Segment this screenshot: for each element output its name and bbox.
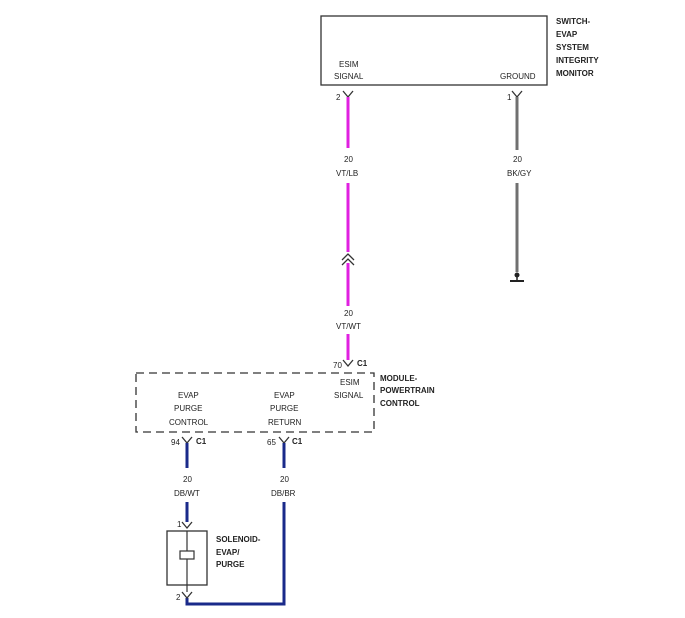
solenoid-title-2: EVAP/ xyxy=(216,548,240,557)
switch-pin-1-terminal xyxy=(511,90,523,99)
switch-title-5: MONITOR xyxy=(556,69,594,78)
switch-title-1: SWITCH- xyxy=(556,17,591,26)
pcm-title-2: POWERTRAIN xyxy=(380,386,435,395)
pcm-pin-70-terminal xyxy=(342,359,354,368)
pcm-pin-70: 70 xyxy=(333,361,342,370)
pcm-esim-label-1: ESIM xyxy=(340,378,360,387)
pcm-esim-label-2: SIGNAL xyxy=(334,391,364,400)
solenoid-title-1: SOLENOID- xyxy=(216,535,261,544)
wire-ground-gauge: 20 xyxy=(513,155,522,164)
wire-esim-lower-gauge: 20 xyxy=(344,309,353,318)
switch-title-3: SYSTEM xyxy=(556,43,589,52)
wire-esim-upper-color: VT/LB xyxy=(336,169,358,178)
solenoid-title-3: PURGE xyxy=(216,560,245,569)
switch-esim-label-2: SIGNAL xyxy=(334,72,364,81)
switch-pin-2: 2 xyxy=(336,93,341,102)
inline-connector-chevron-top xyxy=(341,253,355,261)
pcm-purge-control-label-2: PURGE xyxy=(174,404,202,413)
pcm-purge-return-label-3: RETURN xyxy=(268,418,302,427)
pcm-purge-control-label-1: EVAP xyxy=(178,391,199,400)
pcm-c1-esim: C1 xyxy=(357,359,368,368)
wire-esim-lower-color: VT/WT xyxy=(336,322,361,331)
solenoid-pin-1: 1 xyxy=(177,520,182,529)
wire-ground-color: BK/GY xyxy=(507,169,532,178)
pcm-box xyxy=(135,372,375,433)
switch-evap-box xyxy=(320,15,548,86)
pcm-purge-control-label-3: CONTROL xyxy=(169,418,209,427)
pcm-purge-return-label-1: EVAP xyxy=(274,391,295,400)
pcm-pin-94: 94 xyxy=(171,438,180,447)
solenoid-pin-2: 2 xyxy=(176,593,181,602)
pcm-c1-return: C1 xyxy=(292,437,303,446)
solenoid-pin-1-terminal xyxy=(181,521,193,530)
wire-purge-control-color: DB/WT xyxy=(174,489,200,498)
wire-purge-control-gauge: 20 xyxy=(183,475,192,484)
switch-esim-label-1: ESIM xyxy=(339,60,359,69)
pcm-purge-return-label-2: PURGE xyxy=(270,404,298,413)
switch-ground-label: GROUND xyxy=(500,72,536,81)
switch-pin-2-terminal xyxy=(342,90,354,99)
wire-purge-return-b xyxy=(185,502,286,606)
solenoid-pin-2-terminal xyxy=(181,591,193,600)
inline-connector-chevron-bottom xyxy=(341,258,355,266)
wire-purge-return-color: DB/BR xyxy=(271,489,296,498)
pcm-pin-65: 65 xyxy=(267,438,276,447)
solenoid-coil-icon xyxy=(179,550,195,560)
switch-title-2: EVAP xyxy=(556,30,578,39)
switch-pin-1: 1 xyxy=(507,93,512,102)
pcm-title-1: MODULE- xyxy=(380,374,418,383)
pcm-pin-65-terminal xyxy=(278,436,290,445)
pcm-pin-94-terminal xyxy=(181,436,193,445)
wire-purge-return-gauge: 20 xyxy=(280,475,289,484)
wire-esim-upper-gauge: 20 xyxy=(344,155,353,164)
pcm-title-3: CONTROL xyxy=(380,399,420,408)
switch-title-4: INTEGRITY xyxy=(556,56,599,65)
pcm-c1-control: C1 xyxy=(196,437,207,446)
ground-splice-dot xyxy=(514,272,520,278)
